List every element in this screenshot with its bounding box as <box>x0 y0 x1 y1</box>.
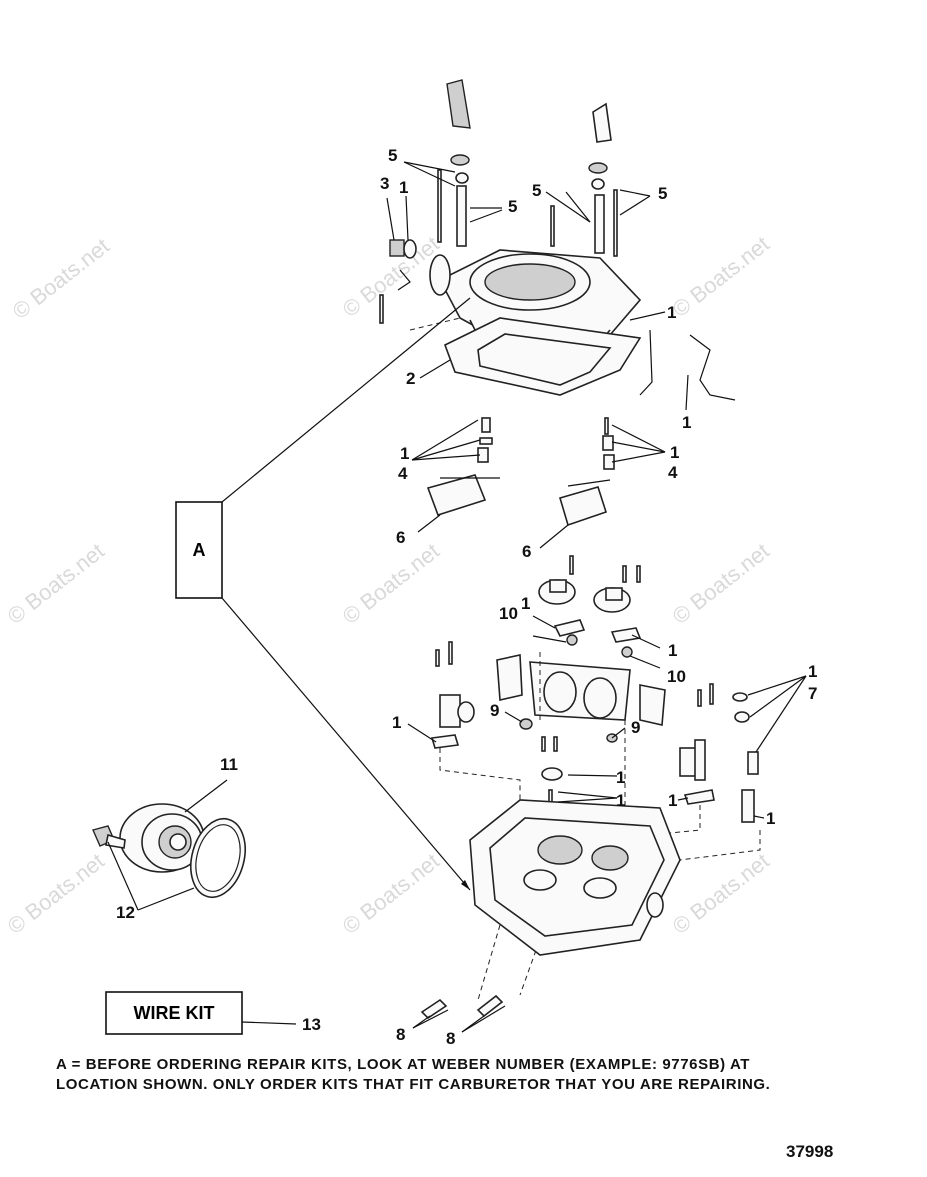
callout-1: 1 <box>766 809 775 828</box>
air-horn-assembly <box>379 154 736 401</box>
callout-1: 1 <box>668 791 677 810</box>
watermark: © Boats.net <box>3 848 109 939</box>
callout-6: 6 <box>396 528 405 547</box>
callout-5: 5 <box>388 146 397 165</box>
callout-12: 12 <box>116 903 135 922</box>
callout-5: 5 <box>532 181 541 200</box>
leader-lines <box>107 161 807 1033</box>
callout-9: 9 <box>490 701 499 720</box>
watermark: © Boats.net <box>8 233 114 324</box>
callout-9: 9 <box>631 718 640 737</box>
callout-1: 1 <box>616 791 625 810</box>
callout-4: 4 <box>668 463 678 482</box>
callout-1: 1 <box>400 444 409 463</box>
callout-1: 1 <box>616 768 625 787</box>
callout-6: 6 <box>522 542 531 561</box>
callout-1: 1 <box>521 594 530 613</box>
callout-8: 8 <box>446 1029 455 1048</box>
callout-10: 10 <box>667 667 686 686</box>
callout-10: 10 <box>499 604 518 623</box>
note-line-1: A = BEFORE ORDERING REPAIR KITS, LOOK AT… <box>56 1056 751 1073</box>
filter-assembly <box>92 803 246 899</box>
callout-1: 1 <box>667 303 676 322</box>
callout-4: 4 <box>398 464 408 483</box>
wire-kit-label: WIRE KIT <box>134 1003 215 1023</box>
callout-11: 11 <box>220 755 238 774</box>
callout-5: 5 <box>508 197 517 216</box>
watermark: © Boats.net <box>668 848 774 939</box>
wire-kit-box: WIRE KIT <box>105 991 297 1035</box>
callout-numbers: 5 5 5 5 3 1 1 1 2 1 4 1 4 6 6 1 10 1 10 … <box>116 146 817 1048</box>
watermark: © Boats.net <box>3 538 109 629</box>
ordering-note: A = BEFORE ORDERING REPAIR KITS, LOOK AT… <box>56 1055 886 1095</box>
callout-1: 1 <box>670 443 679 462</box>
watermark: © Boats.net <box>668 538 774 629</box>
watermark: © Boats.net <box>338 848 444 939</box>
main-body-assembly <box>420 799 681 1020</box>
callout-2: 2 <box>406 369 415 388</box>
callout-13: 13 <box>302 1015 321 1034</box>
watermark: © Boats.net <box>338 538 444 629</box>
callout-5: 5 <box>658 184 667 203</box>
top-wedge-parts <box>446 79 612 143</box>
callout-3: 3 <box>380 174 389 193</box>
figure-number: 37998 <box>786 1142 834 1161</box>
callout-8: 8 <box>396 1025 405 1044</box>
callout-7: 7 <box>808 684 817 703</box>
location-box-a: A <box>175 297 471 891</box>
callout-1: 1 <box>392 713 401 732</box>
callout-1: 1 <box>682 413 691 432</box>
watermark: © Boats.net <box>668 231 774 322</box>
note-line-2: LOCATION SHOWN. ONLY ORDER KITS THAT FIT… <box>56 1076 771 1093</box>
callout-1: 1 <box>668 641 677 660</box>
callout-1: 1 <box>808 662 817 681</box>
callout-1: 1 <box>399 178 408 197</box>
location-box-label: A <box>193 540 206 560</box>
float-assemblies <box>426 417 615 527</box>
